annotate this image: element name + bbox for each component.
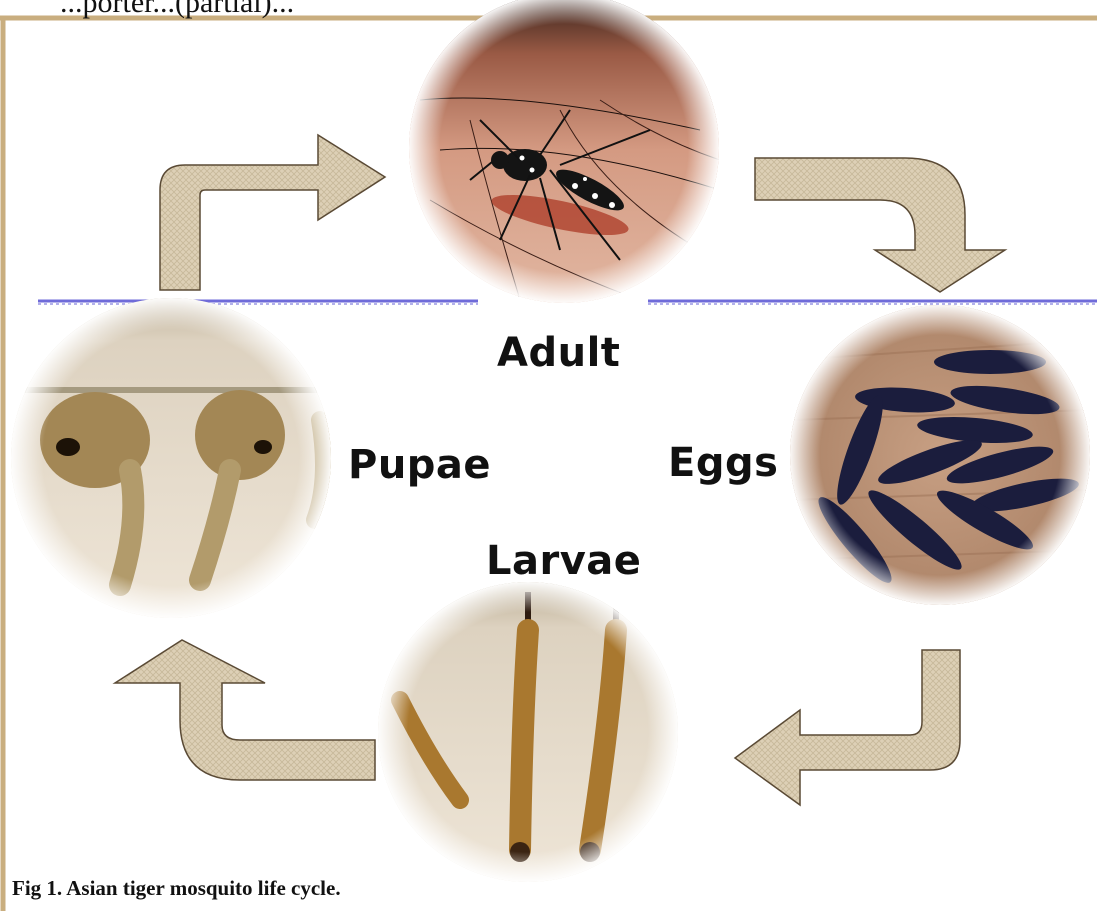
pupae-photo (0, 290, 340, 630)
adult-label: Adult (497, 330, 620, 376)
adult-photo (400, 0, 730, 310)
eggs-photo (780, 295, 1097, 615)
arrow-eggs-to-larvae (735, 650, 960, 805)
larvae-photo (370, 580, 690, 900)
figure-caption: Fig 1. Asian tiger mosquito life cycle. (12, 876, 341, 901)
larvae-label: Larvae (486, 538, 641, 584)
arrow-pupae-to-adult (160, 135, 385, 290)
arrow-larvae-to-pupae (115, 640, 375, 780)
pupae-label: Pupae (348, 442, 491, 488)
top-partial-text: ...porter...(partial)... (60, 0, 294, 20)
eggs-label: Eggs (668, 440, 778, 486)
arrow-adult-to-eggs (755, 158, 1005, 292)
